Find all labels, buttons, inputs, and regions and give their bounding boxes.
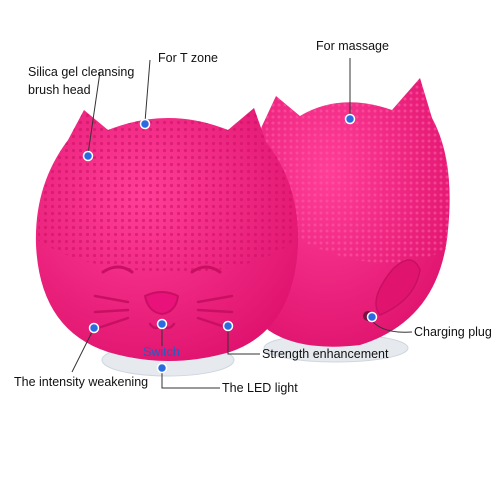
back-device-tail (375, 259, 421, 316)
dot-intensity (88, 322, 100, 334)
label-brush-head-line2: brush head (28, 83, 91, 97)
label-strength-enhancement: Strength enhancement (262, 347, 389, 361)
nose (143, 291, 180, 316)
dot-brush-head (82, 150, 94, 162)
label-massage: For massage (316, 39, 389, 53)
label-switch: Switch (143, 345, 180, 359)
label-charging-plug: Charging plug (414, 325, 492, 339)
dot-charging (366, 311, 378, 323)
dot-switch (156, 318, 168, 330)
front-device (35, 108, 299, 377)
right-eye (190, 265, 222, 274)
callout-dots (82, 113, 378, 374)
label-intensity-weakening: The intensity weakening (14, 375, 149, 389)
front-device-bristle-area (38, 108, 297, 273)
left-whiskers (93, 294, 130, 330)
dot-t-zone (139, 118, 151, 130)
leader-strength (227, 326, 260, 355)
leader-intensity (71, 327, 95, 373)
label-brush-head-line1: Silica gel cleansing (28, 65, 135, 79)
leader-t-zone (144, 59, 151, 123)
leader-brush-head (87, 71, 101, 155)
label-led-light: The LED light (222, 381, 298, 395)
dot-led (156, 362, 168, 374)
left-eye (101, 265, 134, 274)
dot-strength (222, 320, 234, 332)
leader-led (161, 368, 220, 389)
callout-lines (71, 58, 413, 389)
back-device-bristle-area (250, 78, 450, 263)
back-device (246, 78, 450, 363)
label-t-zone: For T zone (158, 51, 218, 65)
dot-massage (344, 113, 356, 125)
